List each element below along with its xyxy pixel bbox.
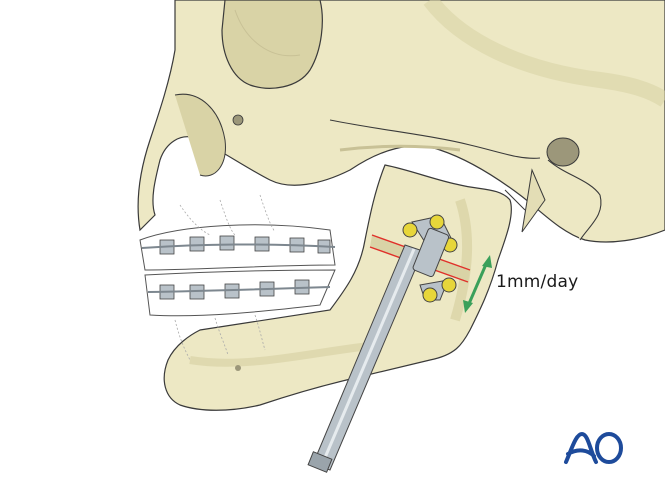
distraction-direction-arrow [463, 255, 492, 313]
ao-logo [564, 431, 623, 464]
distraction-rate-label: 1mm/day [496, 272, 579, 292]
cranium [137, 0, 665, 243]
dental-arch-with-braces [139, 194, 336, 361]
distraction-device [307, 214, 458, 473]
